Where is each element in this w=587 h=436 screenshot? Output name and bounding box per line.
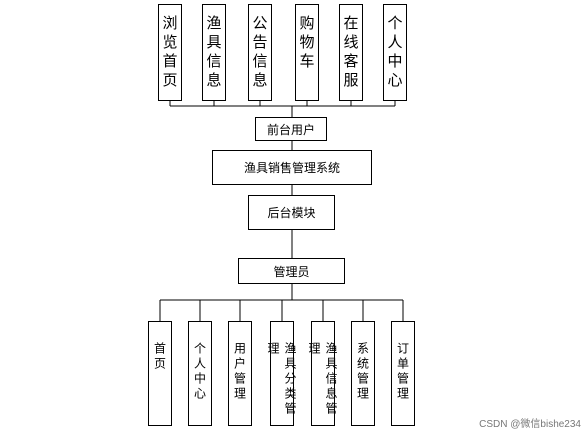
module-browse-home: 浏览首页 [158, 4, 182, 101]
module-personal-center: 个人中心 [383, 4, 407, 101]
module-label: 渔具信息管理 [307, 342, 338, 417]
module-label: 在线客服 [341, 15, 360, 91]
module-order-management: 订单管理 [391, 321, 415, 426]
module-label: 公告信息 [250, 15, 269, 91]
module-label: 用户管理 [232, 342, 247, 402]
module-label: 个人中心 [385, 15, 404, 91]
watermark-text: CSDN @微信bishe234 [479, 419, 581, 430]
module-label: 浏览首页 [160, 15, 179, 91]
module-label: 首页 [152, 342, 167, 372]
module-tackle-info: 渔具信息 [202, 4, 226, 101]
module-category-management: 渔具分类管理 [266, 321, 297, 426]
node-label: 前台用户 [266, 122, 315, 137]
module-cart: 购物车 [295, 4, 319, 101]
module-label: 渔具分类管理 [266, 342, 297, 417]
module-user-management: 用户管理 [228, 321, 252, 426]
module-label: 系统管理 [355, 342, 370, 402]
node-backend: 后台模块 [248, 195, 335, 230]
module-label: 购物车 [297, 15, 316, 72]
module-label: 个人中心 [192, 342, 207, 402]
node-admin: 管理员 [238, 258, 345, 284]
node-label: 渔具销售管理系统 [243, 161, 340, 175]
node-system: 渔具销售管理系统 [212, 150, 372, 185]
module-online-service: 在线客服 [339, 4, 363, 101]
module-label: 订单管理 [395, 342, 410, 402]
node-label: 后台模块 [267, 206, 316, 220]
module-system-management: 系统管理 [351, 321, 375, 426]
module-label: 渔具信息 [204, 15, 223, 91]
module-home: 首页 [148, 321, 172, 426]
module-admin-personal-center: 个人中心 [188, 321, 212, 426]
module-announcements: 公告信息 [248, 4, 272, 101]
node-label: 管理员 [273, 264, 310, 279]
module-tackle-management: 渔具信息管理 [307, 321, 338, 426]
node-front-user: 前台用户 [255, 117, 327, 141]
